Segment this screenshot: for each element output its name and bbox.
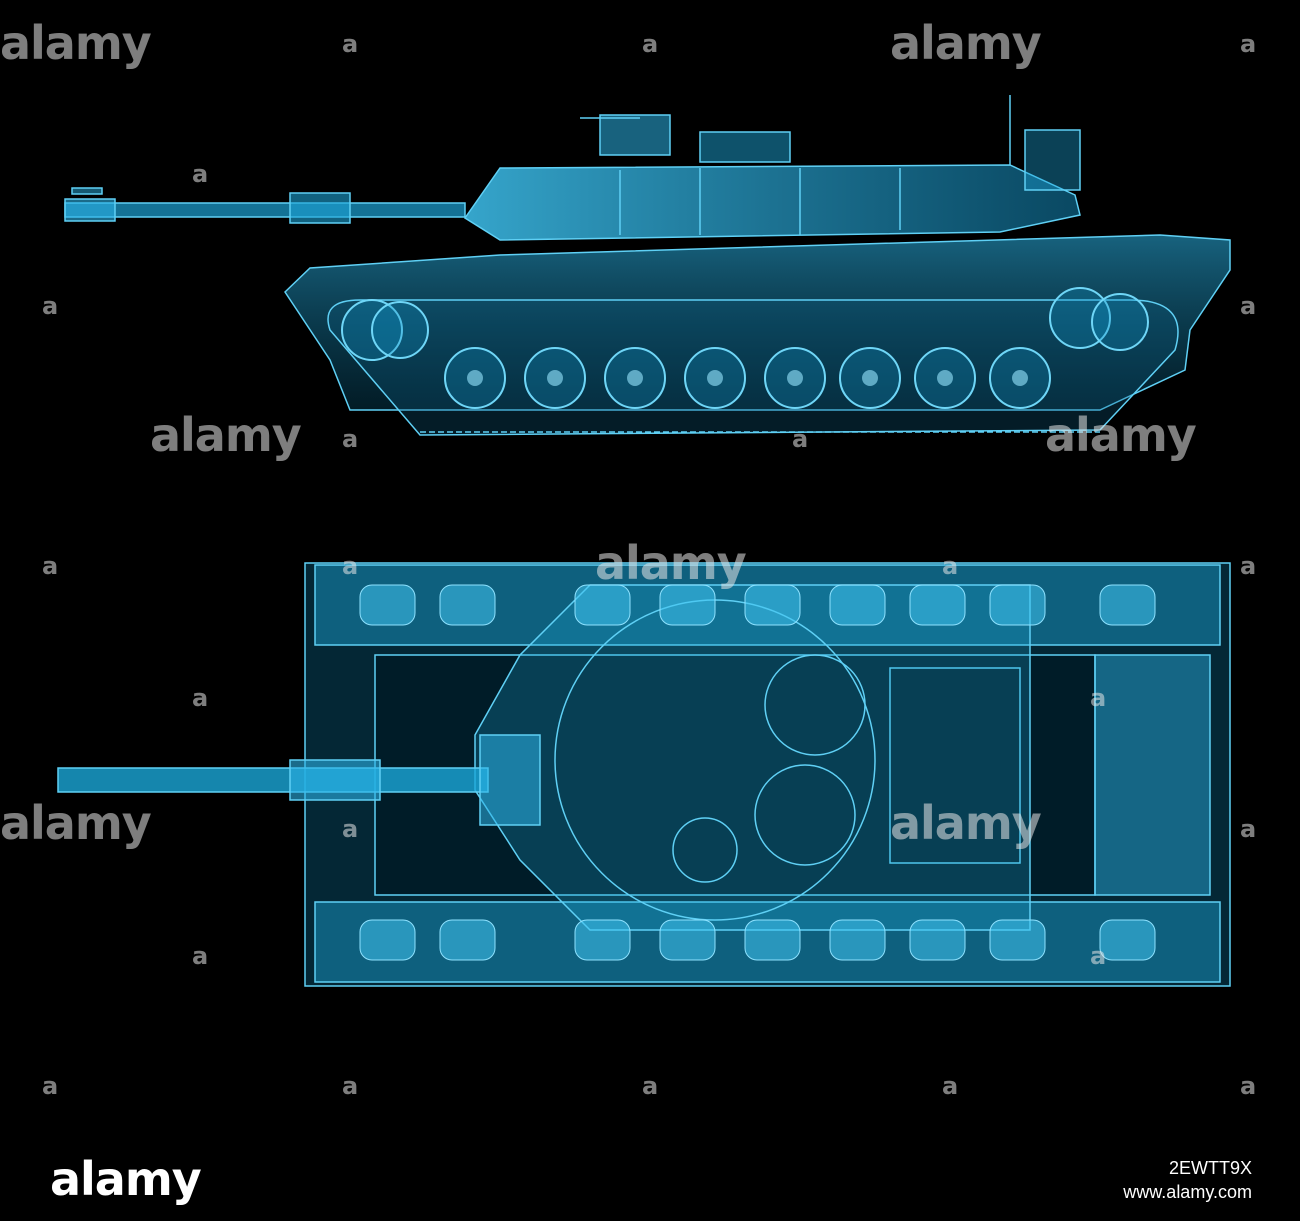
watermark-mark: a — [42, 292, 59, 320]
watermark-mark: a — [1240, 292, 1257, 320]
watermark-mark: a — [792, 425, 809, 453]
watermark-mark: a — [342, 815, 359, 843]
watermark-text: alamy — [0, 16, 152, 70]
stock-id: 2EWTT9X www.alamy.com — [1123, 1156, 1252, 1205]
watermark-text: alamy — [890, 796, 1042, 850]
watermark-text: alamy — [890, 16, 1042, 70]
stock-footer — [0, 1140, 1300, 1221]
watermark-mark: a — [42, 1072, 59, 1100]
watermark-mark: a — [192, 160, 209, 188]
watermark-mark: a — [342, 425, 359, 453]
watermark-mark: a — [1240, 815, 1257, 843]
watermark-mark: a — [642, 30, 659, 58]
watermark-mark: a — [1240, 1072, 1257, 1100]
watermark-mark: a — [192, 942, 209, 970]
stock-logo: alamy — [50, 1152, 202, 1206]
watermark-text: alamy — [1045, 408, 1197, 462]
watermark-mark: a — [1240, 30, 1257, 58]
watermark-mark: a — [342, 30, 359, 58]
watermark-mark: a — [1240, 552, 1257, 580]
watermark-mark: a — [342, 1072, 359, 1100]
watermark-mark: a — [642, 1072, 659, 1100]
watermark-mark: a — [942, 1072, 959, 1100]
watermark-text: alamy — [595, 536, 747, 590]
watermark-mark: a — [1090, 942, 1107, 970]
site-url: www.alamy.com — [1123, 1182, 1252, 1203]
image-id: 2EWTT9X — [1168, 1158, 1252, 1178]
watermark-mark: a — [1090, 684, 1107, 712]
watermark-mark: a — [342, 552, 359, 580]
watermark-text: alamy — [0, 796, 152, 850]
watermark-text: alamy — [150, 408, 302, 462]
watermark-mark: a — [42, 552, 59, 580]
watermark-mark: a — [192, 684, 209, 712]
watermark-mark: a — [942, 552, 959, 580]
